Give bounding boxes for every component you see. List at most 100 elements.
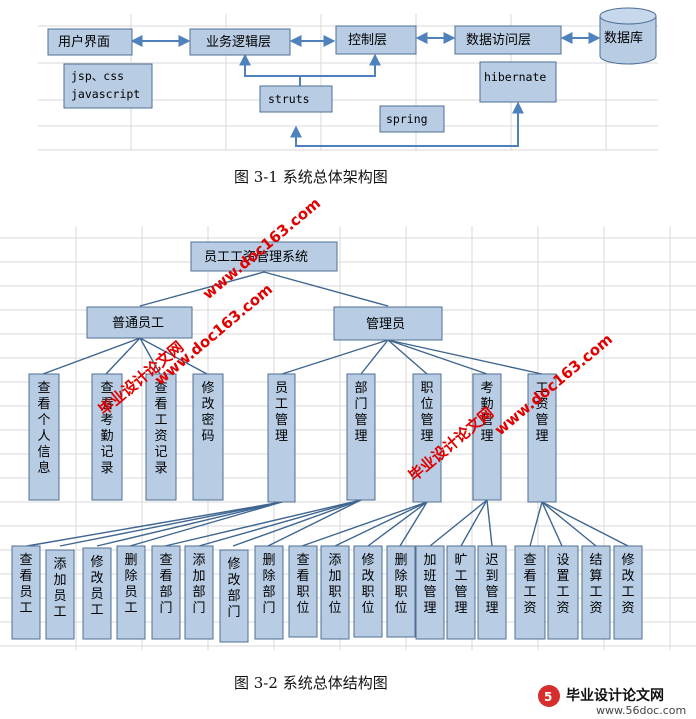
node-struts: struts [259, 85, 333, 113]
leaf-function-box-char: 添 [54, 557, 67, 572]
leaf-function-box-char: 旷 [455, 553, 468, 568]
leaf-function-box-char: 查 [20, 553, 33, 568]
admin-module-box-char: 理 [536, 429, 549, 444]
leaf-function-box-char: 管 [424, 585, 437, 600]
svg-text:数据库: 数据库 [604, 30, 643, 46]
leaf-function-box-char: 工 [455, 569, 468, 584]
node-role-employee: 普通员工 [86, 306, 193, 339]
leaf-function-box-char: 管 [455, 585, 468, 600]
employee-function-box-char: 查 [155, 381, 168, 396]
admin-module-box-char: 管 [536, 413, 549, 428]
admin-module-box-char: 管 [355, 413, 368, 428]
employee-function-box-char: 工 [155, 413, 168, 428]
leaf-function-box-char: 删 [263, 553, 276, 568]
node-ui: 用户界面 [47, 28, 133, 56]
leaf-function-box-char: 员 [54, 589, 67, 604]
node-control: 控制层 [335, 25, 417, 55]
leaf-function-box-char: 修 [362, 553, 375, 568]
leaf-function-box-char: 改 [91, 571, 104, 586]
leaf-function-box-char: 管 [486, 585, 499, 600]
employee-function-box-char: 录 [155, 461, 168, 476]
employee-function-box-char: 勤 [101, 429, 114, 444]
node-hibernate: hibernate [479, 61, 557, 103]
employee-function-box-char: 密 [202, 412, 215, 428]
leaf-function-box-char: 门 [263, 601, 276, 616]
employee-function-box-char: 看 [38, 396, 51, 412]
leaf-function-box-char: 结 [590, 553, 603, 568]
leaf-function-box-char: 除 [263, 569, 276, 584]
svg-text:jsp、css: jsp、css [71, 69, 124, 83]
leaf-function-box-char: 职 [329, 585, 342, 600]
leaf-function-box-char: 资 [590, 601, 603, 616]
leaf-function-box-char: 员 [20, 585, 33, 600]
leaf-function-box-char: 位 [329, 601, 342, 616]
node-business: 业务逻辑层 [189, 28, 291, 56]
leaf-function-box-char: 除 [395, 569, 408, 584]
leaf-function-box-char: 员 [91, 587, 104, 602]
employee-function-box-char: 考 [101, 413, 114, 428]
employee-function-box-char: 看 [155, 396, 168, 412]
function-boxes: 查看个人信息查看考勤记录查看工资记录修改密码员工管理部门管理职位管理考勤管理工资… [11, 373, 643, 643]
admin-module-box-char: 理 [355, 429, 368, 444]
employee-function-box-char: 信 [38, 445, 51, 460]
leaf-function-box-char: 部 [228, 589, 241, 604]
leaf-function-box-char: 除 [125, 569, 138, 584]
employee-function-box-char: 码 [202, 429, 215, 444]
leaf-function-box-char: 资 [524, 601, 537, 616]
admin-module-box-char: 管 [421, 413, 434, 428]
employee-function-box-char: 息 [38, 460, 51, 476]
leaf-function-box-char: 改 [362, 569, 375, 584]
leaf-function-box-char: 理 [455, 601, 468, 616]
admin-module-box-char: 考 [481, 381, 494, 396]
employee-function-box-char: 看 [101, 396, 114, 412]
employee-function-box-char: 记 [101, 445, 114, 460]
footer-site: www.56doc.com [596, 704, 686, 717]
svg-text:用户界面: 用户界面 [58, 34, 110, 50]
leaf-function-box-char: 看 [20, 568, 33, 584]
leaf-function-box-char: 资 [622, 601, 635, 616]
svg-text:员工工资管理系统: 员工工资管理系统 [204, 250, 308, 265]
leaf-function-box-char: 查 [297, 553, 310, 568]
svg-text:5: 5 [544, 690, 552, 704]
leaf-function-box-char: 员 [125, 585, 138, 600]
figure-2-structure: 员工工资管理系统 普通员工 管理员 查看个人信息查看考勤记录查看工资记录修改密码… [0, 226, 696, 692]
node-data-access: 数据访问层 [454, 25, 562, 55]
leaf-function-box-char: 算 [590, 569, 603, 584]
admin-module-box-char: 职 [421, 381, 434, 396]
svg-text:hibernate: hibernate [484, 70, 546, 84]
node-spring: spring [379, 105, 445, 133]
admin-module-box: 工资管理 [527, 373, 557, 503]
employee-function-box-char: 查 [101, 381, 114, 396]
leaf-function-box-char: 门 [228, 605, 241, 620]
admin-module-box-char: 工 [536, 381, 549, 396]
svg-text:数据访问层: 数据访问层 [466, 33, 531, 48]
leaf-function-box-char: 修 [228, 557, 241, 572]
leaf-function-box-char: 工 [54, 605, 67, 620]
admin-module-box-char: 勤 [481, 397, 494, 412]
employee-function-box-char: 修 [202, 381, 215, 396]
employee-function-box-char: 资 [155, 429, 168, 444]
admin-module-box-char: 理 [275, 429, 288, 444]
leaf-function-box-char: 班 [424, 569, 437, 584]
admin-module-box-char: 员 [275, 381, 288, 396]
node-root: 员工工资管理系统 [190, 241, 338, 272]
leaf-function-box-char: 部 [263, 585, 276, 600]
